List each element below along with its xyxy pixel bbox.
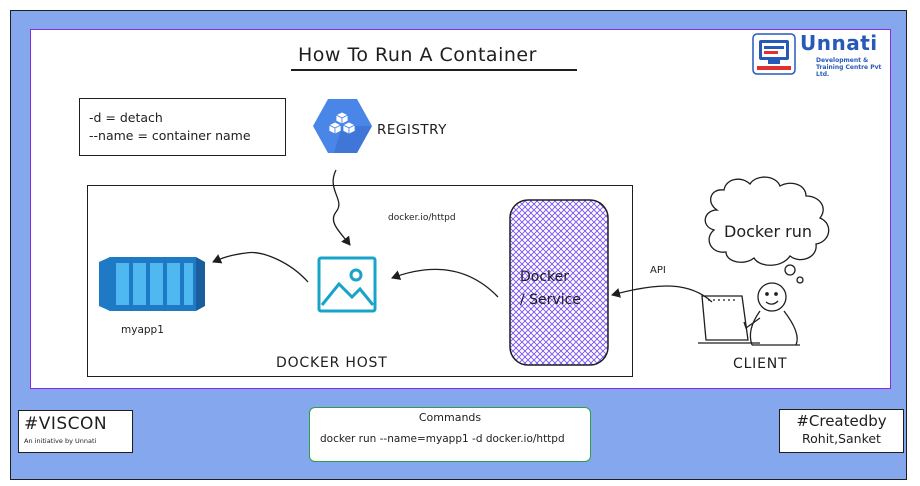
commands-box: Commands docker run --name=myapp1 -d doc…: [309, 407, 591, 462]
registry-label: REGISTRY: [377, 122, 447, 138]
legend-detach: -d = detach: [89, 110, 163, 125]
diagram-title: How To Run A Container: [298, 44, 537, 66]
legend-box: -d = detach --name = container name: [79, 98, 286, 156]
laptop-icon: [698, 295, 760, 344]
unnati-logo-icon: [752, 33, 796, 75]
image-to-container-arrow: [212, 251, 309, 283]
docker-host-label: DOCKER HOST: [276, 355, 388, 371]
thought-bubble-icon: [704, 176, 830, 284]
container-icon: [99, 257, 205, 311]
legend-name: --name = container name: [89, 128, 251, 143]
credit-title: #Createdby: [796, 412, 887, 430]
viscon-box: #VISCON An initiative by Unnati: [18, 410, 133, 453]
logo-name: Unnati: [800, 31, 878, 55]
title-underline: [291, 69, 577, 71]
client-to-service-arrow: [611, 285, 713, 303]
viscon-title: #VISCON: [24, 414, 108, 434]
commands-text: docker run --name=myapp1 -d docker.io/ht…: [320, 433, 565, 445]
container-label: myapp1: [121, 324, 164, 336]
thought-text: Docker run: [724, 222, 812, 241]
docker-service-label: Docker / Service: [520, 266, 581, 312]
image-reference-label: docker.io/httpd: [388, 213, 456, 223]
viscon-subtitle: An initiative by Unnati: [24, 437, 97, 445]
credit-names: Rohit,Sanket: [802, 431, 881, 446]
registry-to-image-arrow: [332, 169, 351, 246]
registry-icon: [313, 99, 372, 153]
docker-service-box: [509, 199, 609, 366]
api-label: API: [650, 265, 666, 276]
logo-subtitle-line2: Training Centre Pvt Ltd.: [816, 64, 882, 78]
logo-subtitle-line1: Development &: [816, 57, 869, 64]
person-icon: [743, 282, 800, 346]
image-icon: [317, 256, 377, 313]
commands-title: Commands: [418, 411, 482, 424]
unnati-logo: Unnati Development & Training Centre Pvt…: [750, 31, 889, 78]
credit-box: #Createdby Rohit,Sanket: [779, 409, 904, 453]
docker-service-line1: Docker: [520, 269, 570, 285]
client-label: CLIENT: [733, 356, 788, 372]
service-to-image-arrow: [391, 268, 499, 298]
docker-service-line2: / Service: [520, 292, 581, 308]
